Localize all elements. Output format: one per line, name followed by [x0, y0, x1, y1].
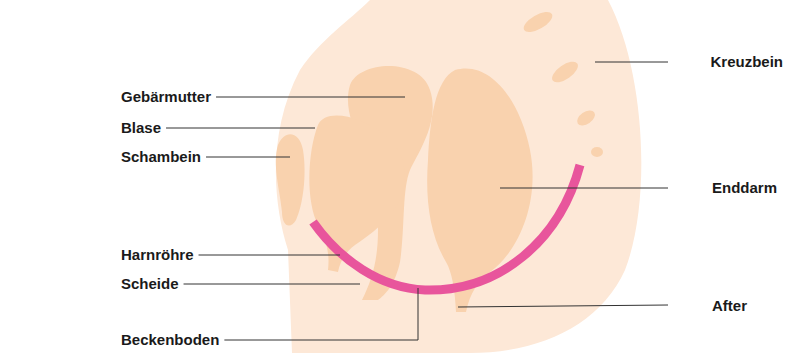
sacrum-segment — [549, 58, 582, 87]
leader-line — [206, 157, 290, 158]
sacrum-segment — [591, 147, 603, 157]
leader-line — [595, 62, 668, 63]
part-label: Blase — [121, 119, 161, 137]
part-label: Kreuzbein — [710, 53, 783, 71]
pelvic-floor — [313, 165, 580, 290]
part-label: Schambein — [121, 148, 201, 166]
part-label: After — [712, 297, 747, 315]
sacrum-segment — [521, 8, 556, 36]
part-label: Harnröhre — [121, 246, 194, 264]
pubic-bone — [276, 134, 305, 225]
leader-line — [500, 188, 668, 189]
leader-line — [216, 97, 405, 98]
bladder-shape — [309, 115, 405, 272]
part-label: Enddarm — [712, 179, 777, 197]
part-label: Beckenboden — [121, 331, 219, 349]
part-label: Scheide — [121, 275, 179, 293]
leader-line — [184, 284, 360, 285]
leader-line — [224, 288, 418, 340]
sacrum-segment — [574, 107, 597, 128]
leader-line — [458, 305, 668, 307]
leader-line — [199, 255, 340, 256]
part-label: Gebärmutter — [121, 88, 211, 106]
body-outline — [276, 0, 641, 353]
rectum-shape — [427, 68, 532, 312]
leader-line — [166, 128, 315, 129]
